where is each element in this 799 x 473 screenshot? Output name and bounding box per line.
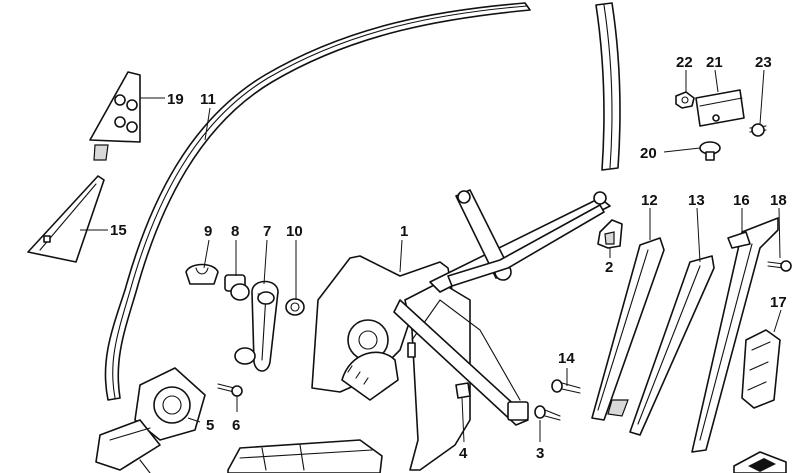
part-screw-3 [534,405,561,421]
part-motor-5 [95,367,206,473]
part-nut-4 [455,382,471,399]
callout-20: 20 [640,145,657,162]
part-bracket-21 [695,89,745,127]
callout-9: 9 [204,223,212,240]
part-regulator-1 [311,189,611,471]
callout-14: 14 [558,350,575,367]
callout-12: 12 [641,192,658,209]
part-guide-rail-13 [629,255,715,436]
callout-5: 5 [206,417,214,434]
part-nut-10 [285,298,305,316]
part-bolt-23 [749,123,767,137]
part-control-unit [227,439,383,473]
callout-22: 22 [676,54,693,71]
part-screw-14 [551,379,581,394]
callout-3: 3 [536,445,544,462]
callout-labels: 1 2 3 4 5 6 7 8 9 10 11 12 13 14 15 16 1… [110,54,787,462]
part-rear-window-channel [595,2,621,171]
callout-8: 8 [231,223,239,240]
part-guide-rail-12 [591,237,665,421]
part-lower-trim-15 [27,175,105,263]
callout-10: 10 [286,223,303,240]
callout-2: 2 [605,259,613,276]
part-bolt-18 [767,260,792,272]
part-grommet-20 [699,141,721,161]
callout-15: 15 [110,222,127,239]
part-screw-6 [217,383,243,397]
callout-19: 19 [167,91,184,108]
callout-7: 7 [263,223,271,240]
part-upper-trim-19 [89,71,141,161]
callout-6: 6 [232,417,240,434]
leader-lines [80,69,782,443]
part-nut-22 [675,91,695,109]
part-pulley-8 [224,274,250,301]
callout-1: 1 [400,223,408,240]
callout-11: 11 [200,91,216,108]
callout-16: 16 [733,192,750,209]
part-bushing-9 [185,263,219,285]
callout-13: 13 [688,192,705,209]
part-window-seal [104,2,531,401]
callout-21: 21 [706,54,723,71]
part-belt-7 [234,280,279,372]
callout-17: 17 [770,294,787,311]
part-clip-2 [597,219,623,249]
callout-18: 18 [770,192,787,209]
cutaway-icon [733,451,787,473]
callout-23: 23 [755,54,772,71]
part-slider-17 [741,329,781,409]
part-guide-rail-16 [691,217,779,453]
callout-4: 4 [459,445,468,462]
